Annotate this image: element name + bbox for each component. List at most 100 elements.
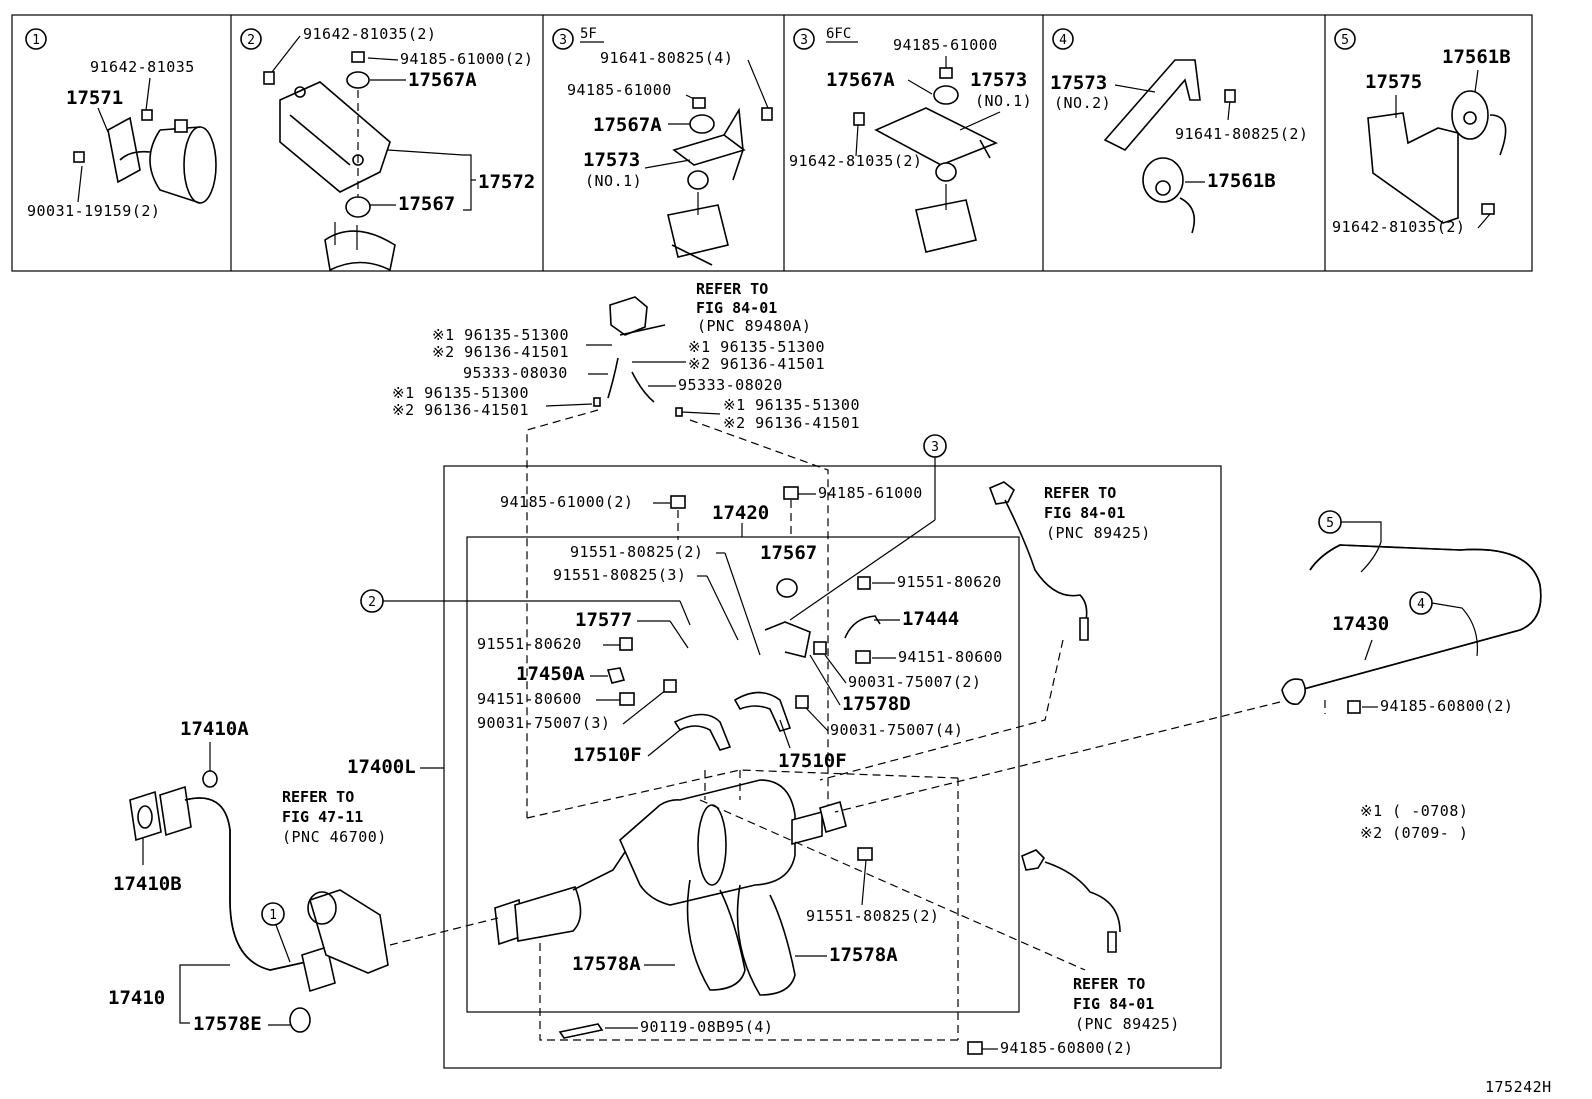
sensor-group-lower: REFER TO FIG 84-01 (PNC 89425) [699,799,1179,1033]
part-number: (NO.2) [1054,94,1111,112]
egr-valve-icon [309,889,389,974]
hose-part: 95333-08020 [678,376,783,394]
callout-1 [261,902,285,926]
clip-part: ※2 96136-41501 [688,355,825,373]
part-number: 17410 [108,987,165,1009]
part-number: 17567 [398,193,455,215]
part-number: 17571 [66,87,123,109]
nut-icon [795,695,809,709]
panel-number-badge [25,28,47,50]
clip-icon [593,397,601,407]
sensor-wire-icon [1044,861,1121,933]
refer-text: REFER TO [696,280,768,298]
assembly-outline [443,465,1222,1069]
clip-icon [675,407,683,417]
rubber-mount-icon [687,170,709,190]
clip-part: ※1 96135-51300 [392,384,529,402]
oxygen-sensor-icon [1079,617,1089,641]
nut-icon [670,495,686,509]
part-number: 90031-75007(2) [848,673,981,691]
part-number: 94185-61000(2) [400,50,533,68]
part-number: 17410B [113,873,182,895]
part-number: 17510F [573,744,642,766]
hose-icon [631,371,655,403]
part-number: 17510F [778,750,847,772]
part-number: 17400L [347,756,416,778]
model-label: 6FC [826,26,851,42]
part-number: 91642-81035(2) [303,25,436,43]
part-number: 94151-80600 [898,648,1003,666]
part-number: 17567A [826,69,895,91]
nut-icon [939,67,953,79]
rubber-mount-icon [933,85,959,105]
part-number: 91641-80825(4) [600,49,733,67]
front-pipe-group: 17410A 17410B 1 17410 17578E 2 REFER TO … [108,589,691,1035]
part-number: 17420 [712,502,769,524]
nut-icon [855,650,871,664]
panel-number-badge [1052,28,1074,50]
panel-number: 1 [32,33,40,48]
part-number: 91551-80825(3) [553,566,686,584]
part-number: 17567A [593,114,662,136]
part-number: 94185-61000 [818,484,923,502]
svg-text:3: 3 [931,440,939,455]
svg-text:5: 5 [1326,516,1334,531]
detail-panels: 1 91642-81035 17571 90031-19159(2) 2 916 [11,14,1533,272]
part-number: 94185-60800(2) [1380,697,1513,715]
bolt-icon [761,107,773,121]
bolt-icon [558,1023,604,1039]
part-number: 91642-81035(2) [789,152,922,170]
bolt-icon [174,119,188,133]
model-label: 5F [580,26,597,42]
bracket-illustration [1103,59,1236,234]
part-number: 91551-80620 [477,635,582,653]
nut-icon [1347,700,1361,714]
panel-3-5f: 3 5F 91641-80825(4) 94185-61000 17567A 1… [552,26,773,266]
rubber-mount-icon [346,71,370,89]
sensor-group-upper: REFER TO FIG 84-01 (PNC 89425) [819,481,1151,781]
nut-icon [351,51,365,63]
hose-icon [607,357,619,399]
panel-number-badge [552,28,574,50]
rubber-mount-icon [689,114,715,134]
heat-insulator-icon [673,713,732,751]
catalytic-converter-illustration [494,769,959,996]
panel-2: 2 91642-81035(2) 94185-61000(2) 17567A 1… [240,25,535,272]
nut-icon [813,641,827,655]
sensor-connector-icon [1021,849,1046,871]
part-number: 94151-80600 [477,690,582,708]
refer-text: REFER TO [282,788,354,806]
nut-icon [619,692,635,706]
panel-number-badge [240,28,262,50]
part-number: 17578E [193,1013,262,1035]
refer-pnc: (PNC 89425) [1046,524,1151,542]
part-number: 17578A [572,953,641,975]
part-number: 17573 [1050,72,1107,94]
part-number: 17561B [1442,46,1511,68]
part-number: 17578A [829,944,898,966]
bolt-icon [263,71,275,85]
nut-icon [783,486,799,500]
part-number: 17573 [970,69,1027,91]
clip-part: ※2 96136-41501 [432,343,569,361]
panel-number: 3 [800,33,808,48]
svg-text:4: 4 [1417,597,1425,612]
part-number: 17561B [1207,170,1276,192]
rubber-mount-icon [776,578,798,598]
part-number: 17430 [1332,613,1389,635]
svg-text:2: 2 [368,595,376,610]
bolt-icon [1481,203,1495,215]
rubber-hanger-icon [1142,157,1184,203]
clamp-icon [289,1007,311,1033]
part-number: 17567 [760,542,817,564]
bracket-icon [764,621,811,658]
bracket-illustration [73,109,217,204]
bracket-illustration [853,67,998,253]
clip-icon [606,667,626,684]
bolt-icon [853,112,865,126]
bolt-icon [857,847,873,861]
refer-pnc: (PNC 89480A) [697,317,811,335]
hose-part: 95333-08030 [463,364,568,382]
refer-fig: FIG 47-11 [282,808,363,826]
part-number: 17450A [516,663,585,685]
